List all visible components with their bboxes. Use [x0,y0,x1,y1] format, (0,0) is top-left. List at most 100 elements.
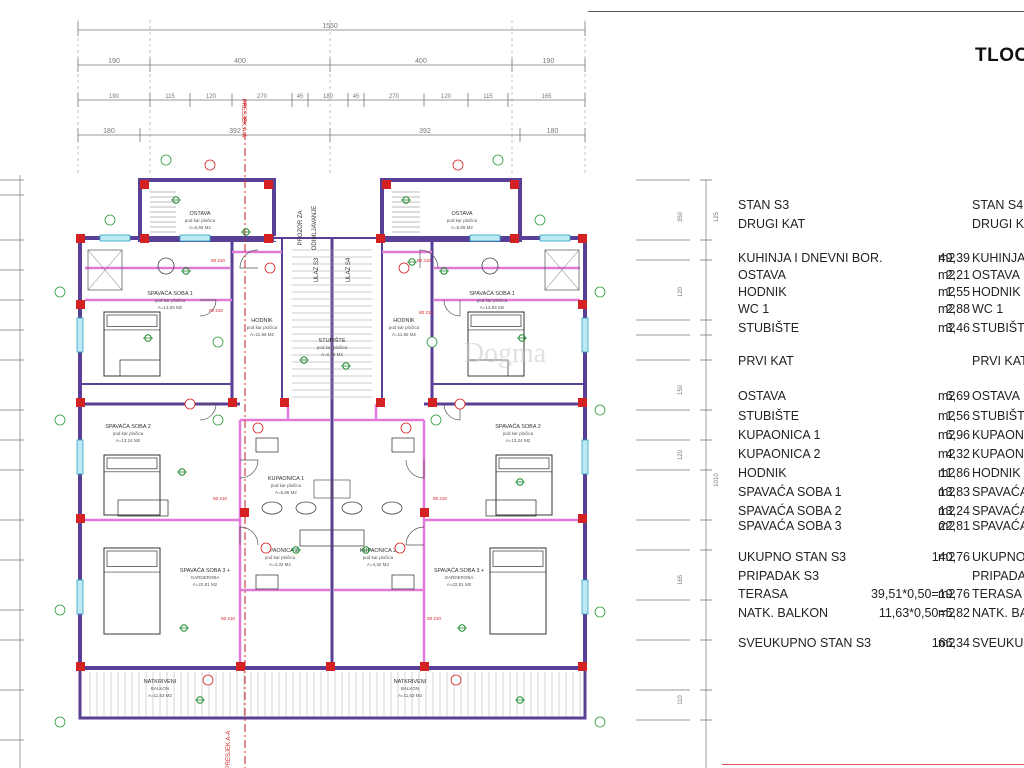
callout-bubble [534,214,546,226]
structural-column [140,180,149,189]
dimension-label: 190 [543,58,555,65]
annotation-label: ODIMLJAVANJE [312,206,318,250]
callout-bubble-red [202,674,214,686]
window [76,439,84,475]
room-name: NATKRIVENI [394,679,427,685]
room-name: SPAVAĆA SOBA 3 + [434,567,484,574]
table-header-line: DRUGI KA [972,217,1024,231]
dimension-label: 400 [234,58,246,65]
table-row-value: 4,32 [945,447,970,461]
bed [103,547,161,635]
table-row-label: KUPAONICA 2 [738,447,821,461]
room-area: A=4,32 M2 [269,562,291,567]
title-frame-line [588,11,1024,12]
table-row-label: STUBIŠTE [738,409,800,423]
table-row-unit: m2 [938,251,956,265]
room-floor: pod kar pločica [265,555,296,560]
room-area: A=2,88 M2 [321,352,343,357]
table-row-unit: m2 [938,428,956,442]
table-row-unit: m2 [938,519,956,533]
table-row-value: 11,86 [939,466,970,480]
table-row-unit: m2 [938,550,956,564]
door-code: 80 210 [221,616,235,621]
room-name: HODNIK [251,318,273,324]
table-row-label: KUPAONICA 1 [738,428,821,442]
table-row-unit: m2 [938,389,956,403]
door-code: 80 210 [417,258,431,263]
table-header-line: STAN S4 [972,198,1024,212]
window [76,317,84,353]
table-row-label: KUHINJA I DNEVNI BOR. [738,251,883,265]
door-swing [405,526,425,546]
room-floor: GARDEROBA [191,575,220,580]
room-area: A=13,83 M2 [158,305,183,310]
window [581,317,589,353]
callout-bubble-red [394,542,406,554]
nightstand [485,499,537,517]
pillow [106,314,158,327]
room-floor: pod kar pločica [503,431,534,436]
structural-column [76,398,85,407]
structural-column [382,180,391,189]
table-row-label: NATK. BALKON [738,606,829,620]
table-row-value: 13,83 [938,485,970,499]
table-row-label: SPAVAĆA [972,485,1024,499]
table-row-value: 49,39 [938,251,970,265]
room-floor: BALKON [151,686,169,691]
table-row-unit: m2 [938,285,956,299]
table-header-line: STAN S3 [738,198,790,212]
table-row-label: WC 1 [972,302,1004,316]
dimension-label: 115 [165,94,175,100]
callout-bubble [594,606,606,618]
dimension-label: 392 [419,128,431,135]
table-row-label: HODNIK [738,466,787,480]
room-floor: pod kar pločica [389,325,420,330]
dimension-label: 180 [547,128,559,135]
table-row-label: SPAVAĆA [972,504,1024,518]
window [581,579,589,615]
dimension-label: 165 [678,574,684,585]
table-row-value: 1,56 [945,409,970,423]
washbasin [381,501,403,515]
bed [467,311,525,377]
room-area: A=13,24 M2 [116,438,141,443]
callout-bubble [54,414,66,426]
door-code: 80 210 [427,616,441,621]
room-name: KUPAONICA 1 [268,476,304,482]
callout-bubble [160,154,172,166]
room-floor: pod kar pločica [477,298,508,303]
room-name: SPAVAĆA SOBA 3 + [180,567,230,574]
dimension-label: 180 [323,94,334,100]
window [76,579,84,615]
washbasin [341,501,363,515]
pillow [106,457,158,470]
washbasin [295,501,317,515]
table-row-label: SPAVAĆA SOBA 2 [738,504,842,518]
door-swing [405,459,425,479]
room-area: A=11,63 M2 [148,693,173,698]
callout-bubble-red [452,159,464,171]
table-row-value: 6,69 [945,389,970,403]
door-code: 80 210 [419,310,433,315]
table-row-unit: m2 [938,606,956,620]
door-code: 80 210 [209,308,223,313]
door-swing [443,299,461,317]
callout-bubble [54,716,66,728]
callout-bubble [594,404,606,416]
dimension-label: 120 [678,449,684,460]
table-row-label: OSTAVA [972,268,1020,282]
structural-column [264,180,273,189]
structural-column [236,662,245,671]
callout-bubble-red [454,398,466,410]
table-row-unit: m2 [938,466,956,480]
table-row-value: 11,63*0,50=5,82 [878,606,970,620]
door-code: 80 210 [211,258,225,263]
room-floor: BALKON [401,686,419,691]
structural-column [510,234,519,243]
dimension-label: 120 [206,94,217,100]
room-floor: pod kar pločica [271,483,302,488]
watermark: Dogma [464,338,547,369]
table-row-label: PRVI KAT [972,354,1024,368]
double-basin [299,529,365,547]
dimension-label: 400 [415,58,427,65]
